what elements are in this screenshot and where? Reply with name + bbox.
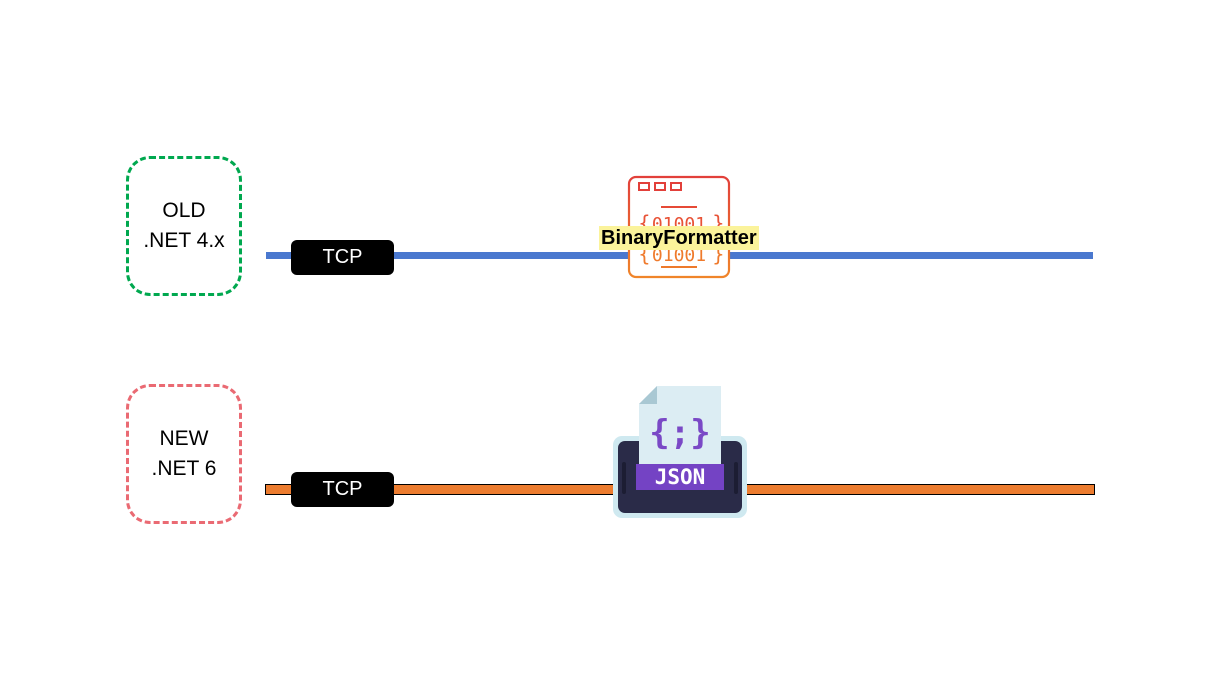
json-braces-glyph: {;} xyxy=(649,413,710,453)
old-dotnet-node: OLD .NET 4.x xyxy=(126,156,242,296)
new-node-version: .NET 6 xyxy=(151,457,217,480)
new-tcp-label: TCP xyxy=(291,472,394,507)
old-node-title: OLD xyxy=(162,199,206,222)
json-banner-text: JSON xyxy=(655,465,706,489)
old-node-version: .NET 4.x xyxy=(143,229,225,252)
binaryformatter-label: BinaryFormatter xyxy=(599,226,759,250)
new-dotnet-node: NEW .NET 6 xyxy=(126,384,242,524)
new-node-title: NEW xyxy=(159,427,209,450)
binary-code-bottom: 01001 xyxy=(652,245,706,266)
old-tcp-label: TCP xyxy=(291,240,394,275)
json-document-printer-icon: {;} JSON xyxy=(613,386,747,518)
